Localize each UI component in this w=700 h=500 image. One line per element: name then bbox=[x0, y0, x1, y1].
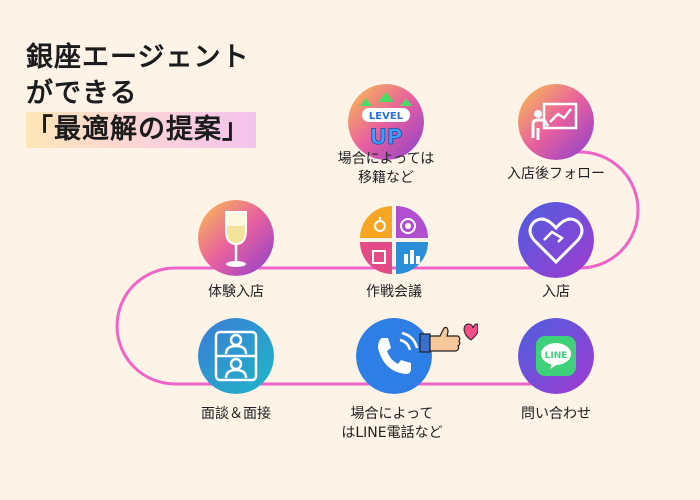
title-line-2: ができる bbox=[26, 78, 138, 109]
handshake-icon bbox=[518, 202, 594, 278]
line-app-text: LINE bbox=[545, 351, 568, 361]
step-mendan-label: 面談＆面接 bbox=[201, 406, 271, 422]
step-mendan bbox=[198, 318, 274, 394]
step-toiawase: LINE bbox=[518, 318, 594, 394]
step-toiawase-label: 問い合わせ bbox=[521, 406, 591, 422]
step-denwa-label: 場合によって はLINE電話など bbox=[341, 406, 443, 441]
strategy-meeting-icon bbox=[360, 206, 428, 274]
step-iseki-label: 場合によっては 移籍など bbox=[337, 151, 435, 186]
interview-icon bbox=[198, 318, 274, 394]
step-sakusen bbox=[358, 204, 430, 276]
step-follow-label: 入店後フォロー bbox=[507, 166, 605, 182]
level-up-top-text: LEVEL bbox=[369, 111, 404, 122]
phone-call-icon bbox=[356, 318, 432, 394]
step-follow bbox=[518, 84, 594, 160]
level-up-bottom-text: UP bbox=[370, 125, 402, 149]
level-up-icon: LEVEL UP bbox=[348, 84, 424, 160]
step-taiken bbox=[198, 200, 274, 276]
thumbs-up-heart-icon bbox=[419, 323, 478, 353]
page-title: 銀座エージェント ができる 「最適解の提案」 bbox=[26, 40, 256, 148]
title-line-3: 「最適解の提案」 bbox=[26, 112, 256, 148]
step-sakusen-label: 作戦会議 bbox=[366, 284, 422, 300]
wine-glass-icon bbox=[198, 200, 274, 276]
step-denwa bbox=[356, 318, 432, 394]
step-nyuten bbox=[518, 202, 594, 278]
presentation-icon bbox=[518, 84, 594, 160]
step-taiken-label: 体験入店 bbox=[208, 284, 264, 300]
step-nyuten-label: 入店 bbox=[542, 284, 570, 300]
line-app-icon: LINE bbox=[518, 318, 594, 394]
title-line-1: 銀座エージェント bbox=[26, 42, 250, 73]
step-iseki: LEVEL UP bbox=[348, 84, 424, 160]
